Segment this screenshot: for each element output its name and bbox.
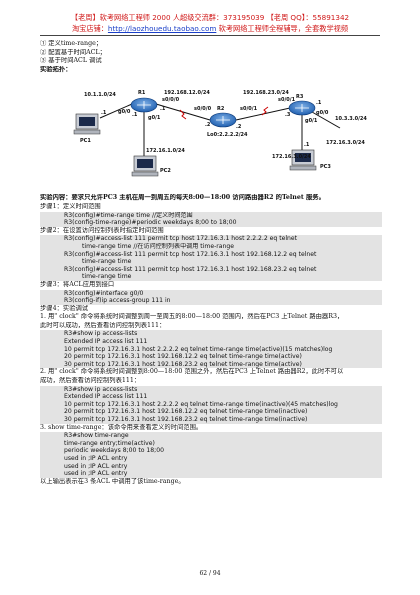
code-test1-line-1: R3#show ip access-lists	[40, 330, 382, 339]
code-step2-comment: //在访问控制列表中调用 time-range	[131, 242, 234, 250]
label-r2-s000: s0/0/0	[194, 106, 212, 112]
label-r1-s000: s0/0/0	[162, 97, 180, 103]
code-test3-line-2: time-range entry;time(active)	[40, 439, 382, 448]
label-r1-g01: g0/1	[148, 115, 161, 121]
document-body: ① 定义time-range； ② 配置基于时间ACL； ③ 基于时间ACL 调…	[40, 40, 382, 486]
label-pc1: PC1	[80, 138, 91, 144]
code-step1-line-1: R3(config)#time-range time //定义时间范围	[40, 211, 382, 220]
test3-text: 3. show time-range：该命令用来查看定义的时间范围。	[40, 423, 203, 431]
summary-text: 以上输出表示在3 条ACL 中调用了该time-range。	[40, 477, 185, 485]
label-r3: R3	[296, 94, 304, 100]
router-r1-icon[interactable]	[130, 98, 158, 113]
code-step2-line-2: time-range time //在访问控制列表中调用 time-range	[40, 242, 382, 251]
step-3: 步骤3：将ACL应用到接口	[40, 280, 115, 288]
pc1-icon[interactable]	[73, 114, 101, 135]
label-r3-dot1: .1	[316, 100, 322, 106]
serial-zigzag-1	[179, 110, 187, 120]
label-r2: R2	[217, 106, 225, 112]
goal-1: ① 定义time-range；	[40, 40, 103, 47]
pc2-icon[interactable]	[131, 156, 159, 177]
shop-label: 淘宝店铺：	[71, 24, 108, 33]
label-r2-dot2: .2	[205, 122, 211, 128]
code-test3-line-4: used in ;IP ACL entry	[40, 454, 382, 463]
label-r1: R1	[138, 90, 146, 96]
label-r3-g00: g0/0	[316, 110, 329, 116]
code-test2-line-4: 20 permit tcp 172.16.3.1 host 192.168.12…	[40, 408, 382, 416]
label-r2-dot2b: .2	[236, 124, 242, 130]
label-r3-g01: g0/1	[305, 118, 318, 124]
topology-title: 实验拓扑：	[40, 65, 72, 73]
label-pc3: PC3	[320, 164, 331, 170]
code-test1-line-4: 20 permit tcp 172.16.3.1 host 192.168.12…	[40, 353, 382, 361]
goal-2: ② 配置基于时间ACL；	[40, 48, 106, 56]
router-r3-icon[interactable]	[288, 101, 316, 116]
label-lo-pc2: 172.16.1.0/24	[146, 148, 185, 154]
code-step2-line-4: time-range time	[40, 258, 382, 266]
header-line-1: 【老周】软考网络工程师 2000 人超级交流群：373195039 【老周 QQ…	[70, 13, 350, 22]
label-r2-s001: s0/0/1	[240, 106, 258, 112]
label-pc2: PC2	[160, 168, 171, 174]
router-r2-icon[interactable]	[209, 113, 237, 128]
code-test3-line-1: R3#show time-range	[40, 432, 382, 440]
experiment-content: 实验内容：要求只允许PC3 主机在周一到周五的每天8:00—18:00 访问路由…	[40, 194, 382, 203]
step-1: 步骤1：定义时间范围	[40, 202, 101, 210]
label-net-r2r3: 192.168.23.0/24	[243, 90, 289, 96]
header-rule	[40, 35, 380, 36]
code-step2-line-6: time-range time	[40, 273, 382, 281]
label-r3-s001: s0/0/1	[278, 97, 296, 103]
label-r1-dot1b: .1	[160, 106, 166, 112]
header-slogan: 软考网络工程师全程辅导，全套教学视频	[216, 24, 349, 33]
code-test2-line-1: R3#show ip access-lists	[40, 385, 382, 394]
page-number: 62 / 94	[199, 570, 221, 577]
label-pc3-dot: .1	[304, 142, 310, 148]
test1-text-a: 1. 用" clock" 命令将系统时间调整到周一至周五的8:00—18:00 …	[40, 313, 344, 321]
code-test2-line-3: 10 permit tcp 172.16.3.1 host 2.2.2.2 eq…	[40, 400, 382, 409]
code-test3-line-3: periodic weekdays 8;00 to 18;00	[40, 447, 382, 455]
topology-svg: R1 R2 R3 PC1 PC2 PC3 10.1.1.0/24 192.168…	[73, 90, 367, 177]
serial-zigzag-2	[261, 106, 269, 116]
link-pc1-r1	[99, 103, 133, 119]
label-lo-r2: Lo0:2.2.2.2/24	[207, 132, 248, 138]
label-r3-dot3: .3	[285, 112, 291, 118]
code-test2-line-5: 30 permit tcp 172.16.3.1 host 192.168.23…	[40, 416, 382, 424]
code-test1-line-5: 30 permit tcp 172.16.3.1 host 192.168.23…	[40, 360, 382, 369]
label-net-r1r2: 192.168.12.0/24	[164, 90, 210, 96]
code-test3-line-6: used in ;IP ACL entry	[40, 470, 382, 478]
code-step2-line-3: R3(config)#access-list 111 permit tcp ho…	[40, 250, 382, 259]
header-line-2: 淘宝店铺：http://laozhouedu.taobao.com 软考网络工程…	[0, 24, 420, 34]
label-pc3-side: 172.16.3.0/24	[326, 140, 365, 146]
link-r3-right	[311, 111, 341, 129]
code-test3-line-5: used in ;IP ACL entry	[40, 462, 382, 471]
goal-3: ③ 基于时间ACL 调试	[40, 57, 102, 65]
code-step2-line-5: R3(config)#access-list 111 permit tcp ho…	[40, 265, 382, 274]
shop-link[interactable]: http://laozhouedu.taobao.com	[107, 24, 217, 33]
code-test2-line-2: Extended IP access list 111	[40, 393, 382, 401]
label-lo-pc3: 172.16.3.0/24	[272, 154, 311, 160]
test1-text-b: 此时可以成功，然后查看访问控制列表111：	[40, 321, 166, 329]
code-step3-line-2: R3(config-if)ip access-group 111 in	[40, 297, 382, 305]
step-2: 步骤2：在设置访问控制列表时指定时间范围	[40, 226, 164, 234]
test2-text-b: 成功，然后查看访问控制列表111：	[40, 377, 141, 385]
label-r1-g00: g0/0	[118, 109, 131, 115]
content-text: 实验内容：要求只允许PC3 主机在周一到周五的每天8:00—18:00 访问路由…	[40, 194, 325, 202]
label-pc1-dot: .1	[101, 110, 107, 116]
label-net-right: 10.3.3.0/24	[335, 116, 367, 122]
code-test1-line-2: Extended IP access list 111	[40, 338, 382, 346]
link-r1-r2	[155, 103, 211, 121]
pc3-icon[interactable]	[289, 150, 317, 171]
step-4: 步骤4：实验调试	[40, 304, 89, 312]
network-topology-diagram: R1 R2 R3 PC1 PC2 PC3 10.1.1.0/24 192.168…	[40, 74, 382, 194]
code-step2-line-1: R3(config)#access-list 111 permit tcp ho…	[40, 235, 382, 243]
label-net-left: 10.1.1.0/24	[84, 92, 116, 98]
label-r1-dot1: .1	[132, 112, 138, 118]
test2-text-a: 2. 用" clock" 命令将系统时间调整到8:00—18:00 范围之外，然…	[40, 368, 344, 376]
code-step2-line-2a: time-range time	[82, 242, 132, 250]
code-step1-line-2: R3(config-time-range)#periodic weekdays …	[40, 219, 382, 227]
code-step3-line-1: R3(config)#interface g0/0	[40, 289, 382, 298]
code-test1-line-3: 10 permit tcp 172.16.3.1 host 2.2.2.2 eq…	[40, 345, 382, 354]
